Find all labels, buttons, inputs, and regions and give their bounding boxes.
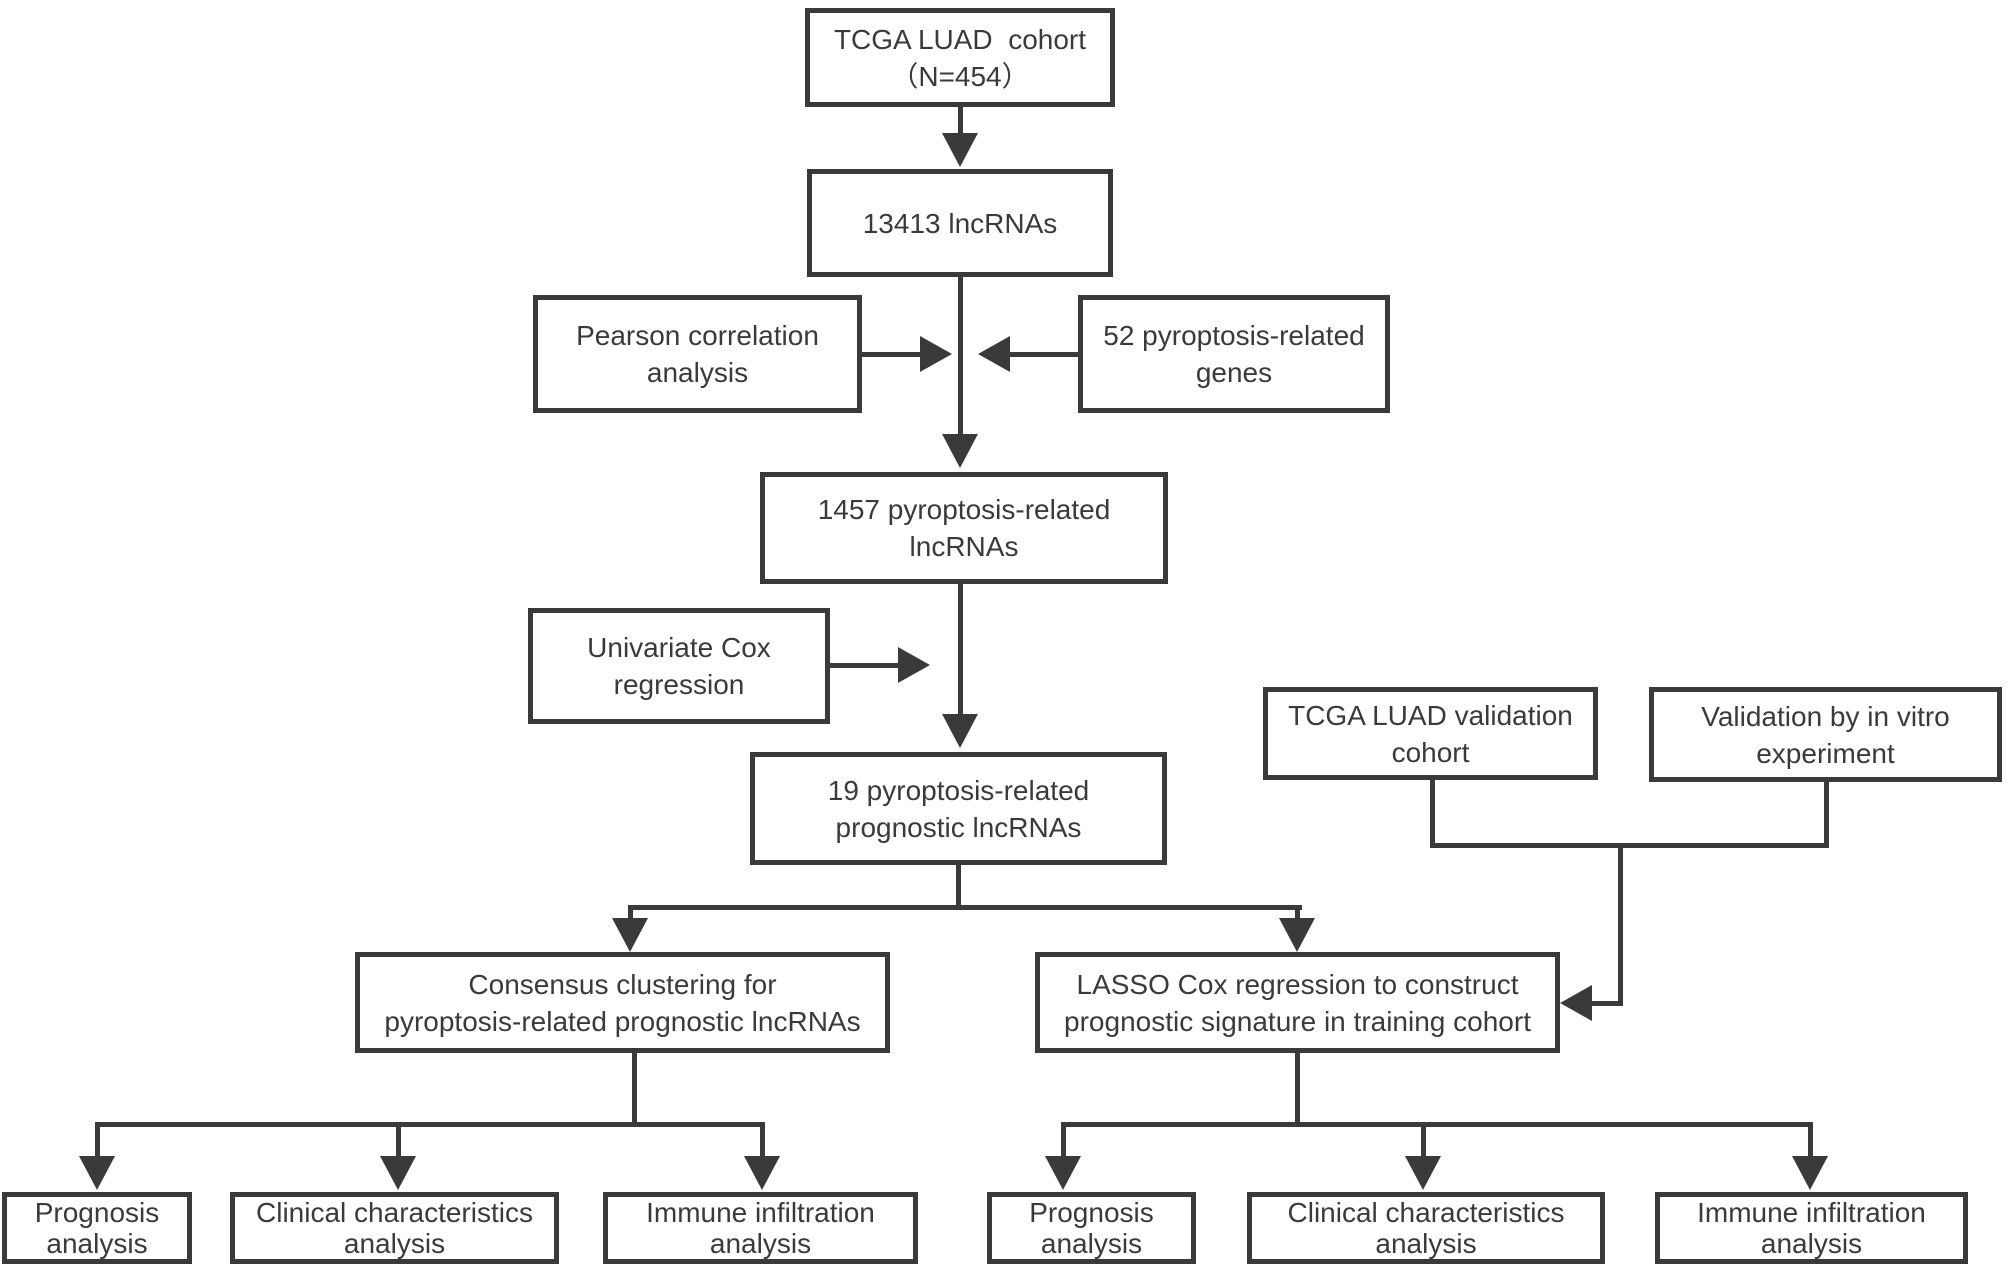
connector-left-drop-2 [396, 1122, 401, 1158]
connector-branch-split-line [628, 905, 1302, 910]
connector-right-drop-1 [1061, 1122, 1066, 1158]
connector-unicox-arrow-line [830, 663, 898, 668]
connector-left-drop-1 [95, 1122, 100, 1158]
arrowhead-down-into-19 [942, 714, 978, 748]
node-clinical-characteristics-right: Clinical characteristics analysis [1247, 1192, 1605, 1264]
connector-left-drop-3 [760, 1122, 765, 1158]
arrowhead-down-into-clinical-left [380, 1156, 416, 1190]
connector-consensus-stem [632, 1053, 637, 1127]
connector-left-tree-line [95, 1122, 765, 1127]
node-lasso-cox: LASSO Cox regression to construct progno… [1035, 952, 1560, 1053]
arrowhead-down-into-clinical-right [1405, 1156, 1441, 1190]
connector-pearson-arrow-line [862, 352, 920, 357]
connector-valcohort-stem [1430, 778, 1435, 848]
arrowhead-down-into-lasso [1279, 918, 1315, 952]
arrowhead-left-into-lasso [1560, 985, 1592, 1021]
arrowhead-right-from-pearson [920, 336, 952, 372]
connector-right-drop-2 [1421, 1122, 1426, 1158]
node-13413-lncrnas: 13413 lncRNAs [807, 169, 1113, 277]
arrowhead-down-into-consensus [612, 918, 648, 952]
connector-validation-drop [1618, 843, 1623, 1006]
connector-drop-to-lasso [1295, 905, 1300, 920]
node-1457-pyroptosis-lncrnas: 1457 pyroptosis-related lncRNAs [760, 472, 1168, 584]
connector-validation-merge-line [1430, 843, 1829, 848]
connector-cohort-to-lncrnas [958, 107, 963, 137]
arrowhead-right-from-unicox [898, 647, 930, 683]
node-19-prognostic-lncrnas: 19 pyroptosis-related prognostic lncRNAs [750, 752, 1167, 865]
connector-drop-to-consensus [628, 905, 633, 920]
connector-right-drop-3 [1808, 1122, 1813, 1158]
node-consensus-clustering: Consensus clustering for pyroptosis-rela… [355, 952, 890, 1053]
arrowhead-down-into-prognosis-left [79, 1156, 115, 1190]
node-pearson-correlation: Pearson correlation analysis [533, 295, 862, 413]
node-52-pyroptosis-genes: 52 pyroptosis-related genes [1078, 295, 1390, 413]
connector-genes52-arrow-line [1010, 352, 1078, 357]
arrowhead-down-into-13413 [942, 133, 978, 167]
node-prognosis-analysis-right: Prognosis analysis [987, 1192, 1196, 1264]
node-tcga-validation-cohort: TCGA LUAD validation cohort [1263, 687, 1598, 780]
connector-lasso-stem [1295, 1053, 1300, 1127]
connector-1457-to-19 [958, 584, 963, 716]
node-prognosis-analysis-left: Prognosis analysis [2, 1192, 192, 1264]
node-invitro-validation: Validation by in vitro experiment [1649, 687, 2002, 782]
arrowhead-left-from-genes52 [978, 336, 1010, 372]
arrowhead-down-into-immune-right [1792, 1156, 1828, 1190]
connector-validation-into-lasso [1592, 1001, 1622, 1006]
node-immune-infiltration-right: Immune infiltration analysis [1655, 1192, 1968, 1264]
node-clinical-characteristics-left: Clinical characteristics analysis [230, 1192, 559, 1264]
connector-19-stem [956, 865, 961, 910]
connector-right-tree-line [1061, 1122, 1813, 1127]
connector-invitro-stem [1824, 782, 1829, 848]
arrowhead-down-into-1457 [942, 434, 978, 468]
connector-lncrnas-to-1457 [958, 277, 963, 437]
node-tcga-luad-cohort: TCGA LUAD cohort （N=454） [805, 8, 1115, 107]
arrowhead-down-into-immune-left [744, 1156, 780, 1190]
node-univariate-cox: Univariate Cox regression [528, 608, 830, 724]
node-immune-infiltration-left: Immune infiltration analysis [603, 1192, 918, 1264]
arrowhead-down-into-prognosis-right [1045, 1156, 1081, 1190]
